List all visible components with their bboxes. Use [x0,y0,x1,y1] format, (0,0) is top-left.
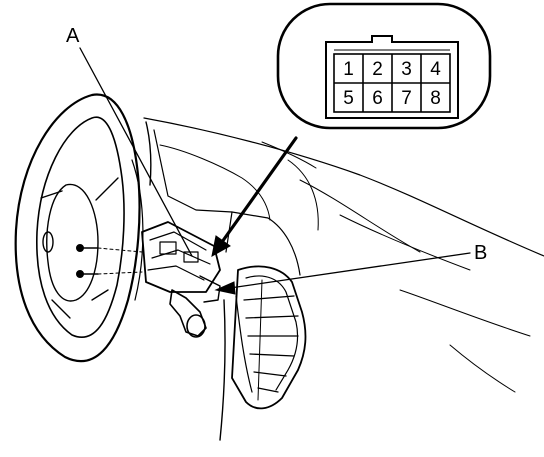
connector-pin-8: 8 [430,88,441,109]
steering-wheel [14,93,144,363]
connector-pin-4: 4 [430,59,441,80]
connector-pin-7: 7 [401,88,412,109]
connector-pin-3: 3 [401,59,412,80]
bolt-upper [76,244,143,253]
connector-face [325,35,459,119]
dashboard [143,117,544,441]
bolt-lower [76,270,143,278]
air-vent [231,265,307,410]
connector-callout: 1 2 3 4 5 6 7 8 [276,2,492,130]
connector-pointer-arrowhead [211,235,231,257]
callout-a-leader [79,47,193,257]
callout-label-b: B [474,242,487,264]
callout-b-leader [229,252,471,289]
connector-pin-2: 2 [372,59,383,80]
connector-pin-5: 5 [343,88,354,109]
steering-column [76,221,221,338]
callout-b-arrowhead [214,281,236,295]
connector-pointer-line [220,136,298,244]
connector-pin-1: 1 [343,59,354,80]
leader-lines [79,47,471,295]
callout-label-a: A [66,25,80,47]
connector-pin-6: 6 [372,88,383,109]
